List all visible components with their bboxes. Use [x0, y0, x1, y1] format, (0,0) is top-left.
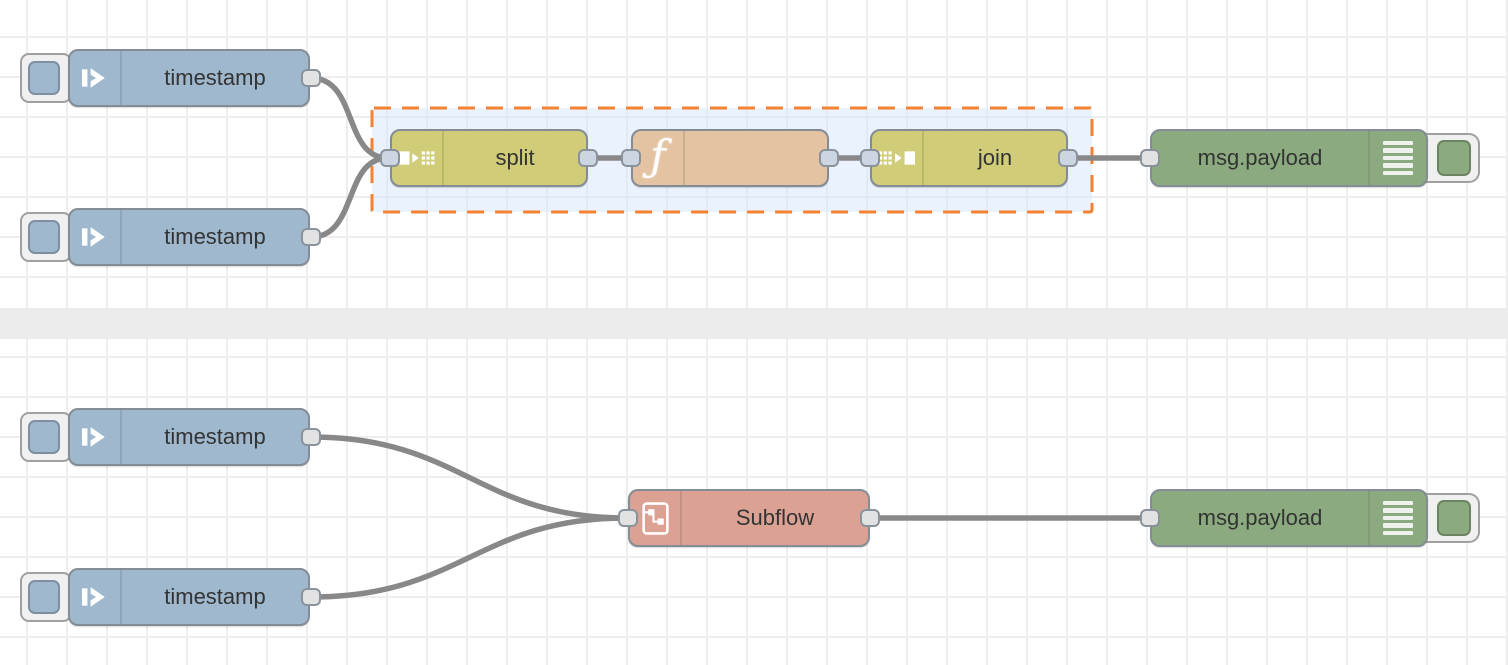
function-icon-region: ƒ — [633, 131, 685, 185]
join-icon — [879, 151, 915, 165]
debug-toggle-face[interactable] — [1437, 140, 1471, 176]
wire-inject3-subflow[interactable] — [308, 434, 629, 521]
output-port[interactable] — [301, 228, 321, 246]
node-label: msg.payload — [1197, 505, 1323, 530]
debug-icon-region — [1368, 491, 1426, 545]
node-label: join — [977, 145, 1013, 170]
node-label: msg.payload — [1197, 145, 1323, 170]
output-port[interactable] — [860, 509, 880, 527]
wire-inject1-split[interactable] — [308, 75, 391, 161]
node-label: timestamp — [164, 584, 266, 609]
node-subflow[interactable]: Subflow — [628, 489, 870, 547]
function-f-icon: ƒ — [650, 131, 666, 180]
input-port[interactable] — [621, 149, 641, 167]
node-debug-top[interactable]: msg.payload — [1150, 129, 1428, 187]
node-inject-top-1[interactable]: timestamp — [68, 49, 310, 107]
input-port[interactable] — [1140, 149, 1160, 167]
input-port[interactable] — [860, 149, 880, 167]
node-label — [685, 131, 827, 185]
wire-inject2-split[interactable] — [308, 155, 391, 240]
input-port[interactable] — [1140, 509, 1160, 527]
list-lines-icon — [1383, 140, 1413, 176]
node-label: Subflow — [735, 505, 815, 530]
list-lines-icon — [1383, 500, 1413, 536]
inject-button-face[interactable] — [28, 420, 60, 454]
node-split[interactable]: split — [390, 129, 588, 187]
inject-button-face[interactable] — [28, 220, 60, 254]
node-inject-top-2[interactable]: timestamp — [68, 208, 310, 266]
split-icon — [399, 151, 435, 165]
output-port[interactable] — [1058, 149, 1078, 167]
output-port[interactable] — [301, 428, 321, 446]
output-port[interactable] — [301, 69, 321, 87]
arrow-in-icon — [82, 68, 105, 88]
input-port[interactable] — [380, 149, 400, 167]
output-port[interactable] — [578, 149, 598, 167]
output-port[interactable] — [301, 588, 321, 606]
node-debug-bottom[interactable]: msg.payload — [1150, 489, 1428, 547]
inject-button-face[interactable] — [28, 61, 60, 95]
arrow-in-icon — [82, 227, 105, 247]
join-icon-region — [872, 131, 924, 185]
subflow-icon — [641, 501, 669, 535]
node-label: timestamp — [164, 65, 266, 90]
arrow-in-icon — [82, 427, 105, 447]
inject-icon-region — [70, 210, 122, 264]
split-icon-region — [392, 131, 444, 185]
node-inject-bottom-2[interactable]: timestamp — [68, 568, 310, 626]
arrow-in-icon — [82, 587, 105, 607]
node-label: timestamp — [164, 224, 266, 249]
inject-icon-region — [70, 410, 122, 464]
node-join[interactable]: join — [870, 129, 1068, 187]
inject-button-face[interactable] — [28, 580, 60, 614]
node-inject-bottom-1[interactable]: timestamp — [68, 408, 310, 466]
inject-icon-region — [70, 570, 122, 624]
debug-toggle-face[interactable] — [1437, 500, 1471, 536]
node-function[interactable]: ƒ — [631, 129, 829, 187]
node-label: split — [495, 145, 535, 170]
workspace-divider — [0, 308, 1508, 339]
debug-icon-region — [1368, 131, 1426, 185]
output-port[interactable] — [819, 149, 839, 167]
node-label: timestamp — [164, 424, 266, 449]
subflow-icon-region — [630, 491, 682, 545]
wire-inject4-subflow[interactable] — [308, 515, 629, 600]
inject-icon-region — [70, 51, 122, 105]
input-port[interactable] — [618, 509, 638, 527]
